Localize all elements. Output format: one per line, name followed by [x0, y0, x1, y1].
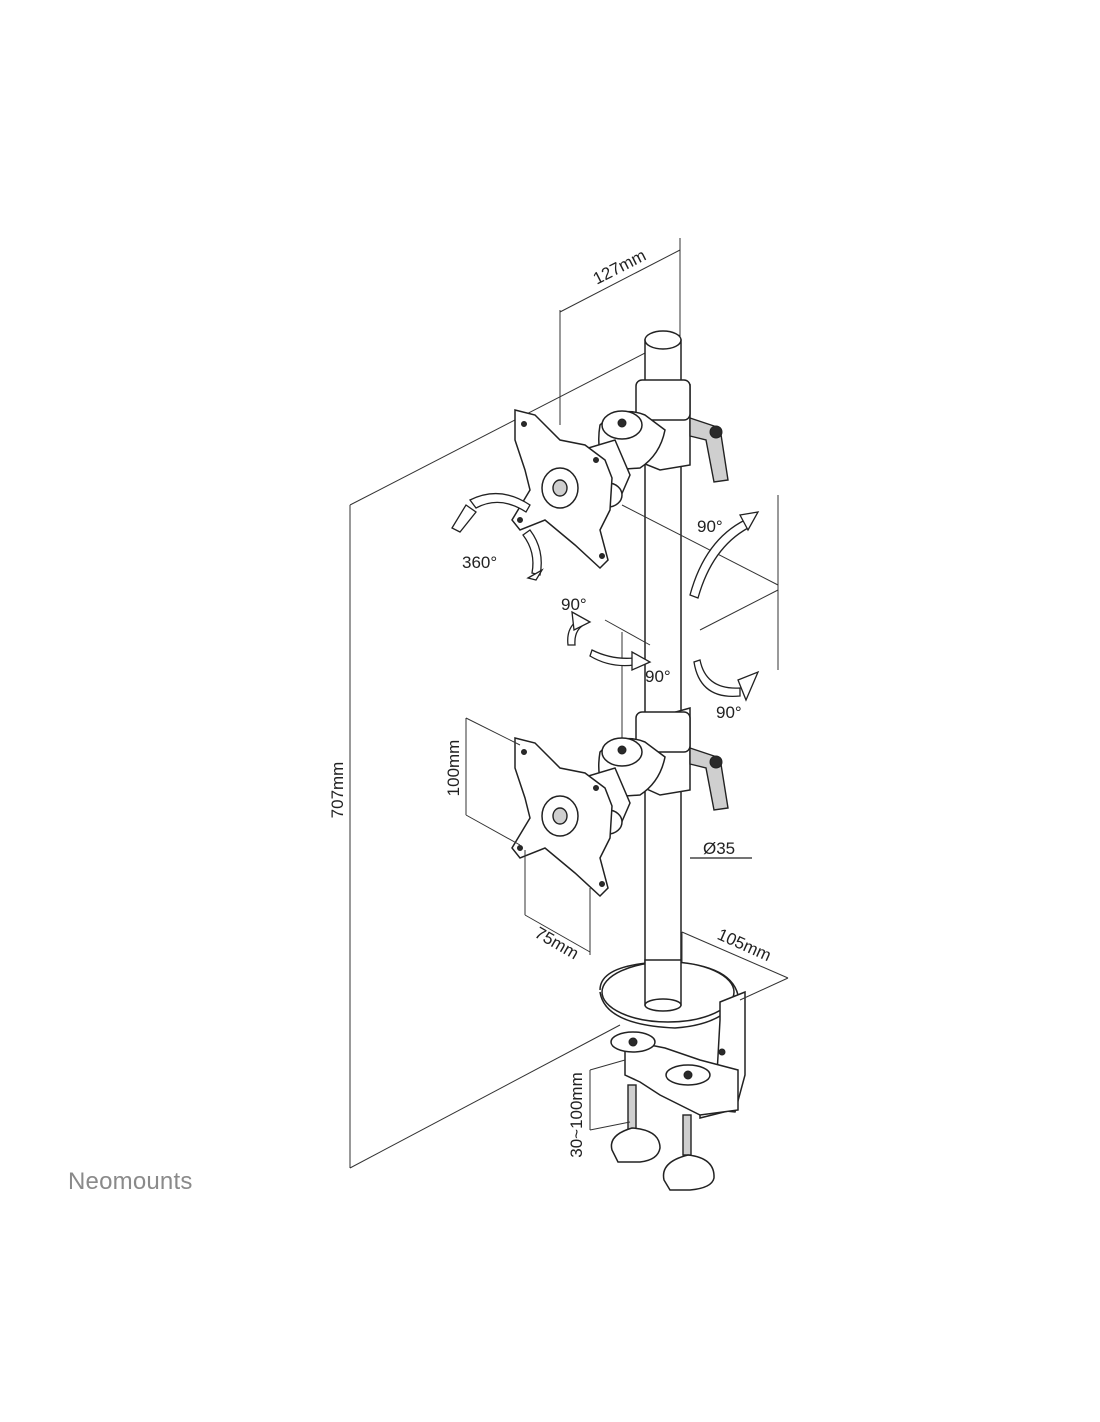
label-rotate-360: 360°: [462, 553, 497, 572]
label-swivel-left: 90°: [561, 595, 587, 614]
tilt-guides: 90° 90°: [621, 495, 779, 722]
label-swivel-right: 90°: [645, 667, 671, 686]
label-tilt-upper: 90°: [697, 517, 723, 536]
desk-clamp: [599, 959, 746, 1191]
dimension-total-height: 707mm: [328, 334, 681, 1169]
label-vesa-horizontal: 75mm: [532, 923, 582, 963]
rotation-360-indicator: 360°: [451, 492, 544, 581]
label-total-height: 707mm: [328, 762, 347, 819]
dimension-clamp-range: 30~100mm: [567, 1059, 631, 1158]
label-clamp-range: 30~100mm: [567, 1072, 586, 1158]
upper-mount: [511, 379, 729, 570]
swivel-indicator: 90° 90°: [561, 595, 671, 745]
brand-logo: Neomounts: [68, 1168, 193, 1195]
label-tilt-lower: 90°: [716, 703, 742, 722]
label-vesa-vertical: 100mm: [444, 740, 463, 797]
lower-mount: [511, 707, 729, 898]
label-top-offset: 127mm: [590, 246, 649, 289]
label-pole-diameter: Ø35: [703, 839, 735, 858]
